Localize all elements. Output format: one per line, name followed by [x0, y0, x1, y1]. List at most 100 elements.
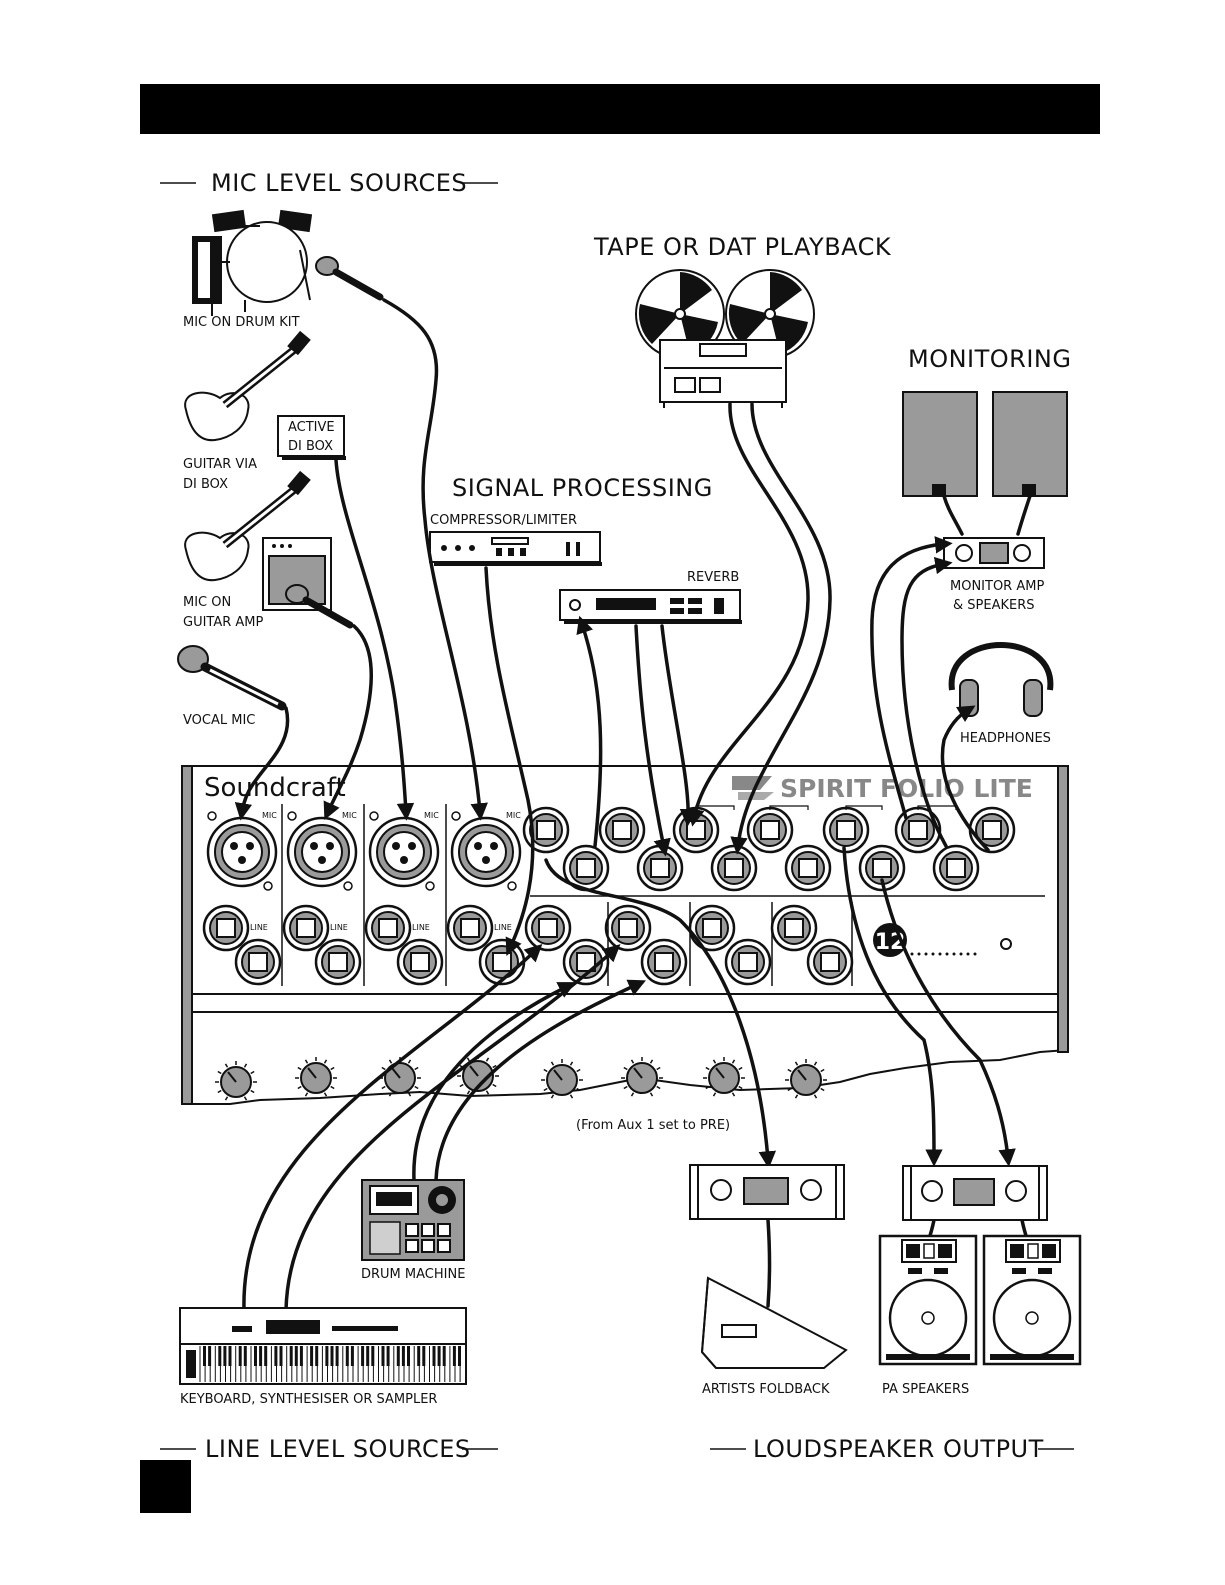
reverb-icon — [559, 589, 742, 624]
output-jack — [636, 844, 684, 892]
black-key — [325, 1346, 329, 1366]
black-key — [274, 1346, 278, 1366]
keyboard-keys — [199, 1346, 461, 1382]
guitar-via-di-label-1: GUITAR VIA — [183, 457, 257, 472]
line-input-jack — [202, 904, 250, 952]
black-key — [361, 1346, 365, 1366]
black-key — [350, 1346, 354, 1366]
black-key — [315, 1346, 319, 1366]
black-key — [432, 1346, 436, 1366]
black-key — [243, 1346, 247, 1366]
insert-jack — [234, 938, 282, 986]
tape-playback-title: TAPE OR DAT PLAYBACK — [593, 233, 892, 261]
black-key — [254, 1346, 257, 1366]
compressor-limiter-icon — [429, 531, 602, 566]
gain-knob — [703, 1057, 745, 1097]
output-jack — [562, 844, 610, 892]
black-key — [299, 1346, 303, 1366]
power-led — [1000, 938, 1012, 950]
gain-knob — [457, 1055, 499, 1095]
drum-machine-icon — [361, 1179, 465, 1261]
black-key — [396, 1346, 400, 1366]
foldback-amp-icon — [689, 1164, 845, 1220]
meter-dot — [973, 952, 977, 956]
black-key — [223, 1346, 227, 1366]
monitor-speakers-icon — [902, 391, 1068, 497]
svg-text:DI BOX: DI BOX — [288, 439, 333, 454]
black-key — [386, 1346, 390, 1366]
gain-knob — [785, 1059, 827, 1099]
svg-text:ACTIVE: ACTIVE — [288, 420, 335, 435]
pa-speakers-label: PA SPEAKERS — [882, 1382, 969, 1397]
gain-knob — [541, 1059, 583, 1099]
gain-knob — [215, 1061, 257, 1101]
signal-processing-title: SIGNAL PROCESSING — [452, 474, 713, 502]
loudspeaker-output-title: LOUDSPEAKER OUTPUT — [753, 1435, 1044, 1463]
line-label: LINE — [412, 923, 430, 932]
pa-speakers-icon — [878, 1234, 1082, 1366]
stereo-input-jack — [640, 938, 688, 986]
output-jack — [598, 806, 646, 854]
guitar-amp-guitar-icon — [184, 470, 311, 582]
line-label: LINE — [250, 923, 268, 932]
keyboard-icon — [179, 1307, 467, 1385]
svg-text:SPIRIT FOLIO LITE: SPIRIT FOLIO LITE — [780, 774, 1033, 803]
stereo-input-jack — [562, 938, 610, 986]
foldback-wedge-icon — [700, 1276, 848, 1369]
gain-knobs — [215, 1055, 827, 1101]
black-key — [366, 1346, 370, 1366]
output-jack — [894, 806, 942, 854]
black-key — [279, 1346, 283, 1366]
pa-amp-icon — [902, 1165, 1048, 1221]
mic-on-guitar-amp-label-2: GUITAR AMP — [183, 615, 264, 630]
black-key — [218, 1346, 222, 1366]
drum-kit-icon — [192, 209, 313, 316]
black-key — [442, 1346, 446, 1366]
meter-dot — [966, 952, 970, 956]
output-jack — [746, 806, 794, 854]
black-key — [294, 1346, 298, 1366]
artists-foldback-label: ARTISTS FOLDBACK — [702, 1382, 830, 1397]
stereo-input-jack — [524, 904, 572, 952]
stereo-input-jack — [770, 904, 818, 952]
drum-mic-icon — [315, 256, 384, 301]
vocal-mic-label: VOCAL MIC — [183, 713, 255, 728]
monitor-amp-label-1: MONITOR AMP — [950, 579, 1044, 594]
mic-label: MIC — [506, 811, 521, 820]
meter-dot — [910, 952, 914, 956]
black-key — [264, 1346, 268, 1366]
stereo-input-jack — [724, 938, 772, 986]
meter-dot — [931, 952, 935, 956]
insert-jack — [314, 938, 362, 986]
page-number-box — [140, 1460, 191, 1513]
mic-channel-1: MIC LINE — [202, 811, 282, 986]
line-level-sources-title: LINE LEVEL SOURCES — [205, 1435, 471, 1463]
black-key — [417, 1346, 421, 1366]
reverb-label: REVERB — [687, 570, 739, 585]
black-key — [335, 1346, 339, 1366]
meter-dot — [924, 952, 928, 956]
black-key — [238, 1346, 242, 1366]
cables — [234, 298, 1032, 1312]
black-key — [345, 1346, 349, 1366]
insert-jack — [478, 938, 526, 986]
black-key — [259, 1346, 263, 1366]
vocal-mic-icon — [177, 645, 287, 711]
black-key — [228, 1346, 232, 1366]
black-key — [289, 1346, 293, 1366]
black-key — [371, 1346, 375, 1366]
output-jack — [822, 806, 870, 854]
jack-sockets — [522, 805, 1016, 986]
black-key — [208, 1346, 212, 1366]
meter-dot — [959, 952, 963, 956]
guitar-via-di-label-2: DI BOX — [183, 477, 228, 492]
output-jack — [932, 844, 980, 892]
black-key — [381, 1346, 385, 1366]
stereo-input-jack — [806, 938, 854, 986]
black-key — [330, 1346, 334, 1366]
line-label: LINE — [330, 923, 348, 932]
pa-speaker-cabinet — [982, 1234, 1082, 1366]
mic-label: MIC — [262, 811, 277, 820]
